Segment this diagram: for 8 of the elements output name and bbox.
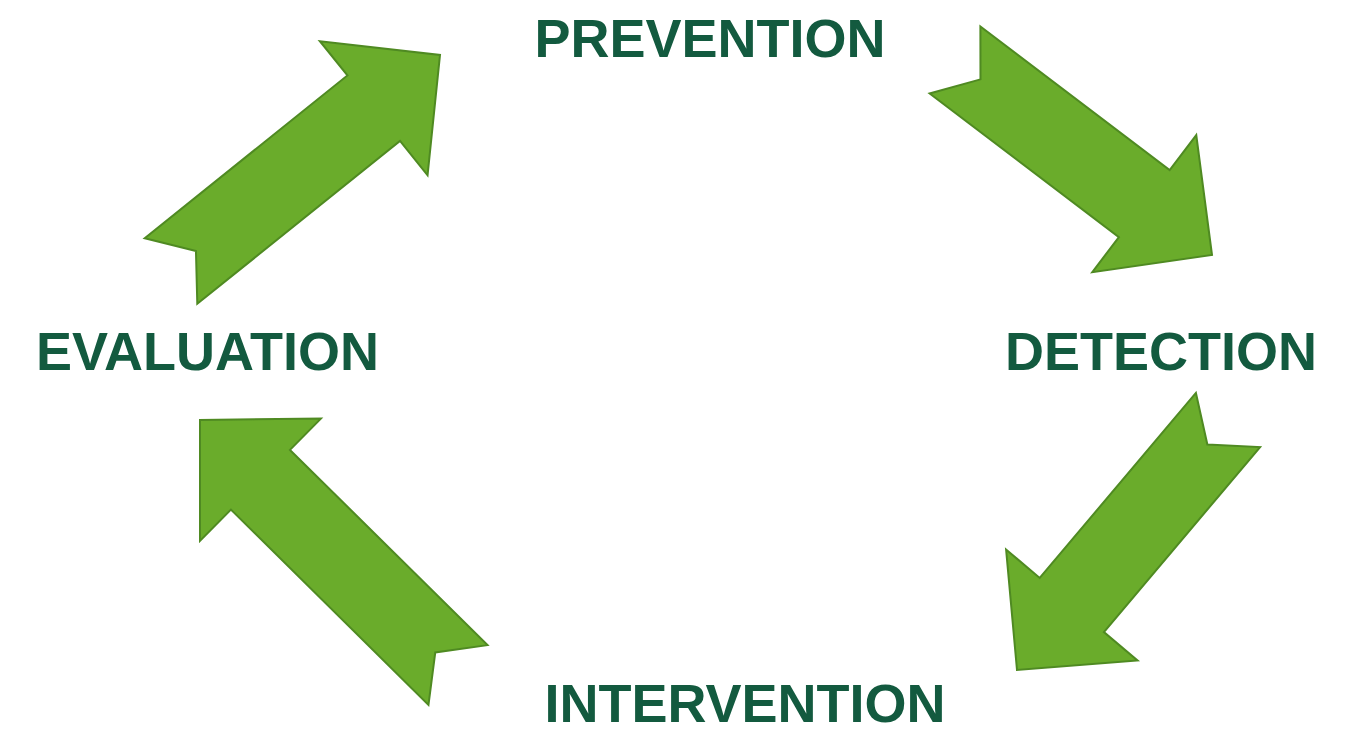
block-arrow xyxy=(1004,390,1263,672)
stage-label: PREVENTION xyxy=(534,11,886,65)
stage-label: EVALUATION xyxy=(36,324,379,378)
block-arrow xyxy=(142,39,442,306)
stage-label: DETECTION xyxy=(1005,324,1317,378)
stage-label: INTERVENTION xyxy=(544,676,946,730)
block-arrow xyxy=(927,24,1214,274)
block-arrow xyxy=(199,417,490,707)
